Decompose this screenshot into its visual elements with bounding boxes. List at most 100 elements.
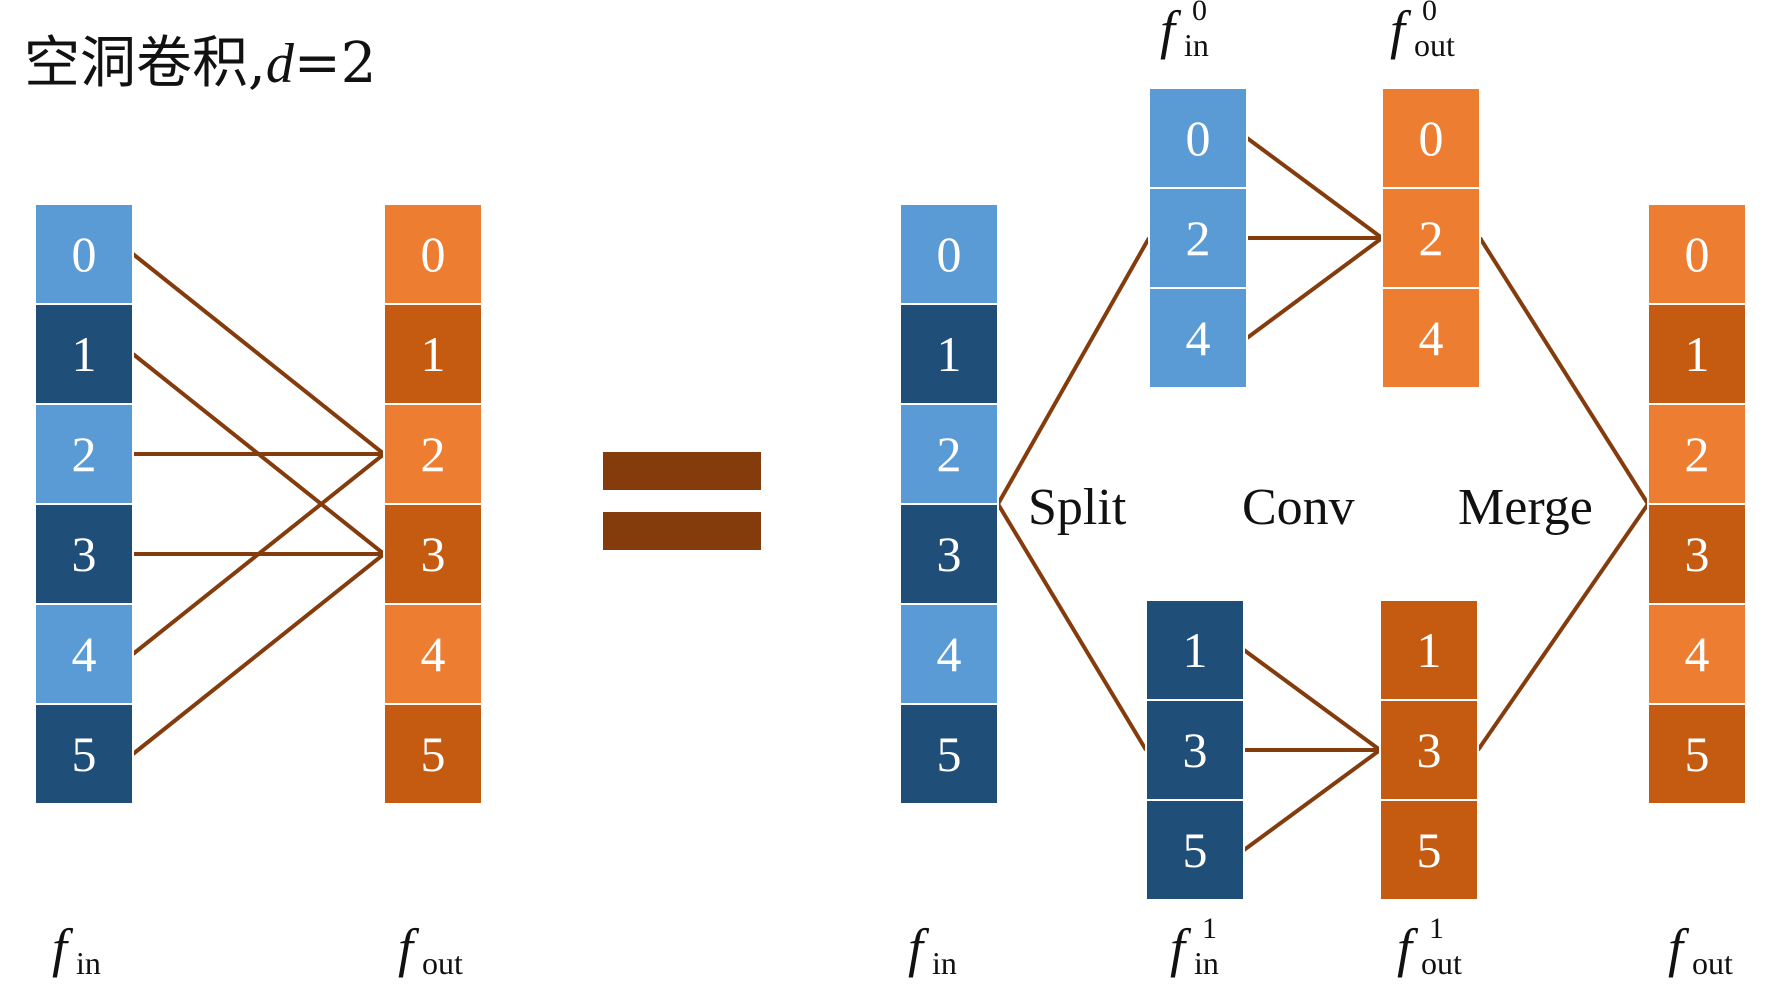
split-in-even-label-f: f bbox=[1160, 0, 1182, 60]
right-output-cell-0 bbox=[1647, 203, 1747, 305]
connection-right-input-split-to-split-in-even-top bbox=[996, 237, 1151, 505]
split-in-even-cell-4 bbox=[1148, 287, 1248, 389]
split-out-odd-label-sup: 1 bbox=[1429, 912, 1444, 945]
left-input-cell-4 bbox=[34, 603, 134, 705]
right-input-cell-1 bbox=[899, 303, 999, 405]
left-input-cell-5-number: 5 bbox=[72, 726, 97, 782]
diagram-title: 空洞卷积,d=2 bbox=[24, 18, 376, 99]
split-in-even-cell-4-number: 4 bbox=[1186, 310, 1211, 366]
left-input-label-sub: in bbox=[76, 945, 101, 981]
connection-split-in-odd-1-to-split-out-odd-3 bbox=[1242, 648, 1382, 752]
left-output-cell-2-number: 2 bbox=[421, 426, 446, 482]
right-output-cell-0-number: 0 bbox=[1685, 226, 1710, 282]
title-dilation-value: =2 bbox=[293, 31, 377, 96]
right-input-cell-3 bbox=[899, 503, 999, 605]
right-output-cell-2 bbox=[1647, 403, 1747, 505]
right-output-label-f: f bbox=[1668, 918, 1690, 978]
left-output-cell-5 bbox=[383, 703, 483, 805]
right-input-cell-2 bbox=[899, 403, 999, 505]
left-input-cell-3 bbox=[34, 503, 134, 605]
conv-label: Conv bbox=[1242, 479, 1355, 536]
split-out-even-cell-2 bbox=[1381, 187, 1481, 289]
split-out-odd-cell-1-number: 1 bbox=[1417, 622, 1442, 678]
left-output-cell-1 bbox=[383, 303, 483, 405]
connection-left-input-0-to-left-output-2 bbox=[131, 252, 386, 456]
right-output-cell-4-number: 4 bbox=[1685, 626, 1710, 682]
connection-right-input-split-to-split-in-odd-bottom bbox=[996, 502, 1148, 752]
right-output-cell-1 bbox=[1647, 303, 1747, 405]
right-output-cell-3 bbox=[1647, 503, 1747, 605]
equals-sign-top-bar bbox=[603, 452, 761, 490]
right-input-cell-3-number: 3 bbox=[937, 526, 962, 582]
right-output-label-sub: out bbox=[1692, 945, 1733, 981]
left-output-cell-2 bbox=[383, 403, 483, 505]
right-output-cell-3-number: 3 bbox=[1685, 526, 1710, 582]
left-output-cell-4-number: 4 bbox=[421, 626, 446, 682]
left-output-cell-5-number: 5 bbox=[421, 726, 446, 782]
connection-split-in-even-0-to-split-out-even-2 bbox=[1245, 136, 1384, 240]
connection-left-input-5-to-left-output-3 bbox=[131, 552, 386, 756]
split-in-even-label-sup: 0 bbox=[1192, 0, 1207, 27]
split-in-even-cell-2-number: 2 bbox=[1186, 210, 1211, 266]
left-output-cell-1-number: 1 bbox=[421, 326, 446, 382]
connection-split-in-even-4-to-split-out-even-2 bbox=[1245, 236, 1384, 340]
split-in-even-cell-0 bbox=[1148, 87, 1248, 189]
split-label: Split bbox=[1028, 479, 1127, 536]
split-out-even-label-sub: out bbox=[1414, 27, 1455, 63]
left-input-cell-5 bbox=[34, 703, 134, 805]
split-in-even-label-sub: in bbox=[1184, 27, 1209, 63]
split-out-odd-label-sub: out bbox=[1421, 945, 1462, 981]
left-output-cell-0-number: 0 bbox=[421, 226, 446, 282]
split-in-odd-cell-5-number: 5 bbox=[1183, 822, 1208, 878]
right-input-cell-2-number: 2 bbox=[937, 426, 962, 482]
split-in-odd-label-sub: in bbox=[1194, 945, 1219, 981]
split-out-even-cell-2-number: 2 bbox=[1419, 210, 1444, 266]
left-output-cell-3 bbox=[383, 503, 483, 605]
split-out-odd-label-f: f bbox=[1397, 918, 1419, 978]
right-input-cell-4 bbox=[899, 603, 999, 705]
left-output-label-f: f bbox=[398, 918, 420, 978]
right-input-cell-0 bbox=[899, 203, 999, 305]
split-in-odd-cell-3 bbox=[1145, 699, 1245, 801]
split-out-even-column: 024 bbox=[1381, 87, 1481, 389]
split-out-odd-cell-5-number: 5 bbox=[1417, 822, 1442, 878]
right-input-cell-5 bbox=[899, 703, 999, 805]
split-in-odd-column: 135 bbox=[1145, 599, 1245, 901]
right-output-cell-2-number: 2 bbox=[1685, 426, 1710, 482]
right-input-cell-4-number: 4 bbox=[937, 626, 962, 682]
right-input-cell-0-number: 0 bbox=[937, 226, 962, 282]
right-output-cell-1-number: 1 bbox=[1685, 326, 1710, 382]
equals-sign-bottom-bar bbox=[603, 512, 761, 550]
right-input-label-f: f bbox=[908, 918, 930, 978]
left-input-label-f: f bbox=[52, 918, 74, 978]
split-out-even-label-sup: 0 bbox=[1422, 0, 1437, 27]
split-in-odd-cell-5 bbox=[1145, 799, 1245, 901]
left-input-cell-2-number: 2 bbox=[72, 426, 97, 482]
split-in-even-column: 0 2 4 bbox=[1148, 87, 1248, 389]
split-in-odd-cell-1-number: 1 bbox=[1183, 622, 1208, 678]
left-input-cell-0 bbox=[34, 203, 134, 305]
split-out-even-cell-4-number: 4 bbox=[1419, 310, 1444, 366]
left-input-cell-3-number: 3 bbox=[72, 526, 97, 582]
left-output-label-sub: out bbox=[422, 945, 463, 981]
right-input-label-sub: in bbox=[932, 945, 957, 981]
merge-label: Merge bbox=[1458, 479, 1593, 536]
split-in-even-cell-0-number: 0 bbox=[1186, 110, 1211, 166]
split-out-odd-cell-3-number: 3 bbox=[1417, 722, 1442, 778]
split-in-odd-label-f: f bbox=[1170, 918, 1192, 978]
split-out-odd-column: 1 3 5 bbox=[1379, 599, 1479, 901]
